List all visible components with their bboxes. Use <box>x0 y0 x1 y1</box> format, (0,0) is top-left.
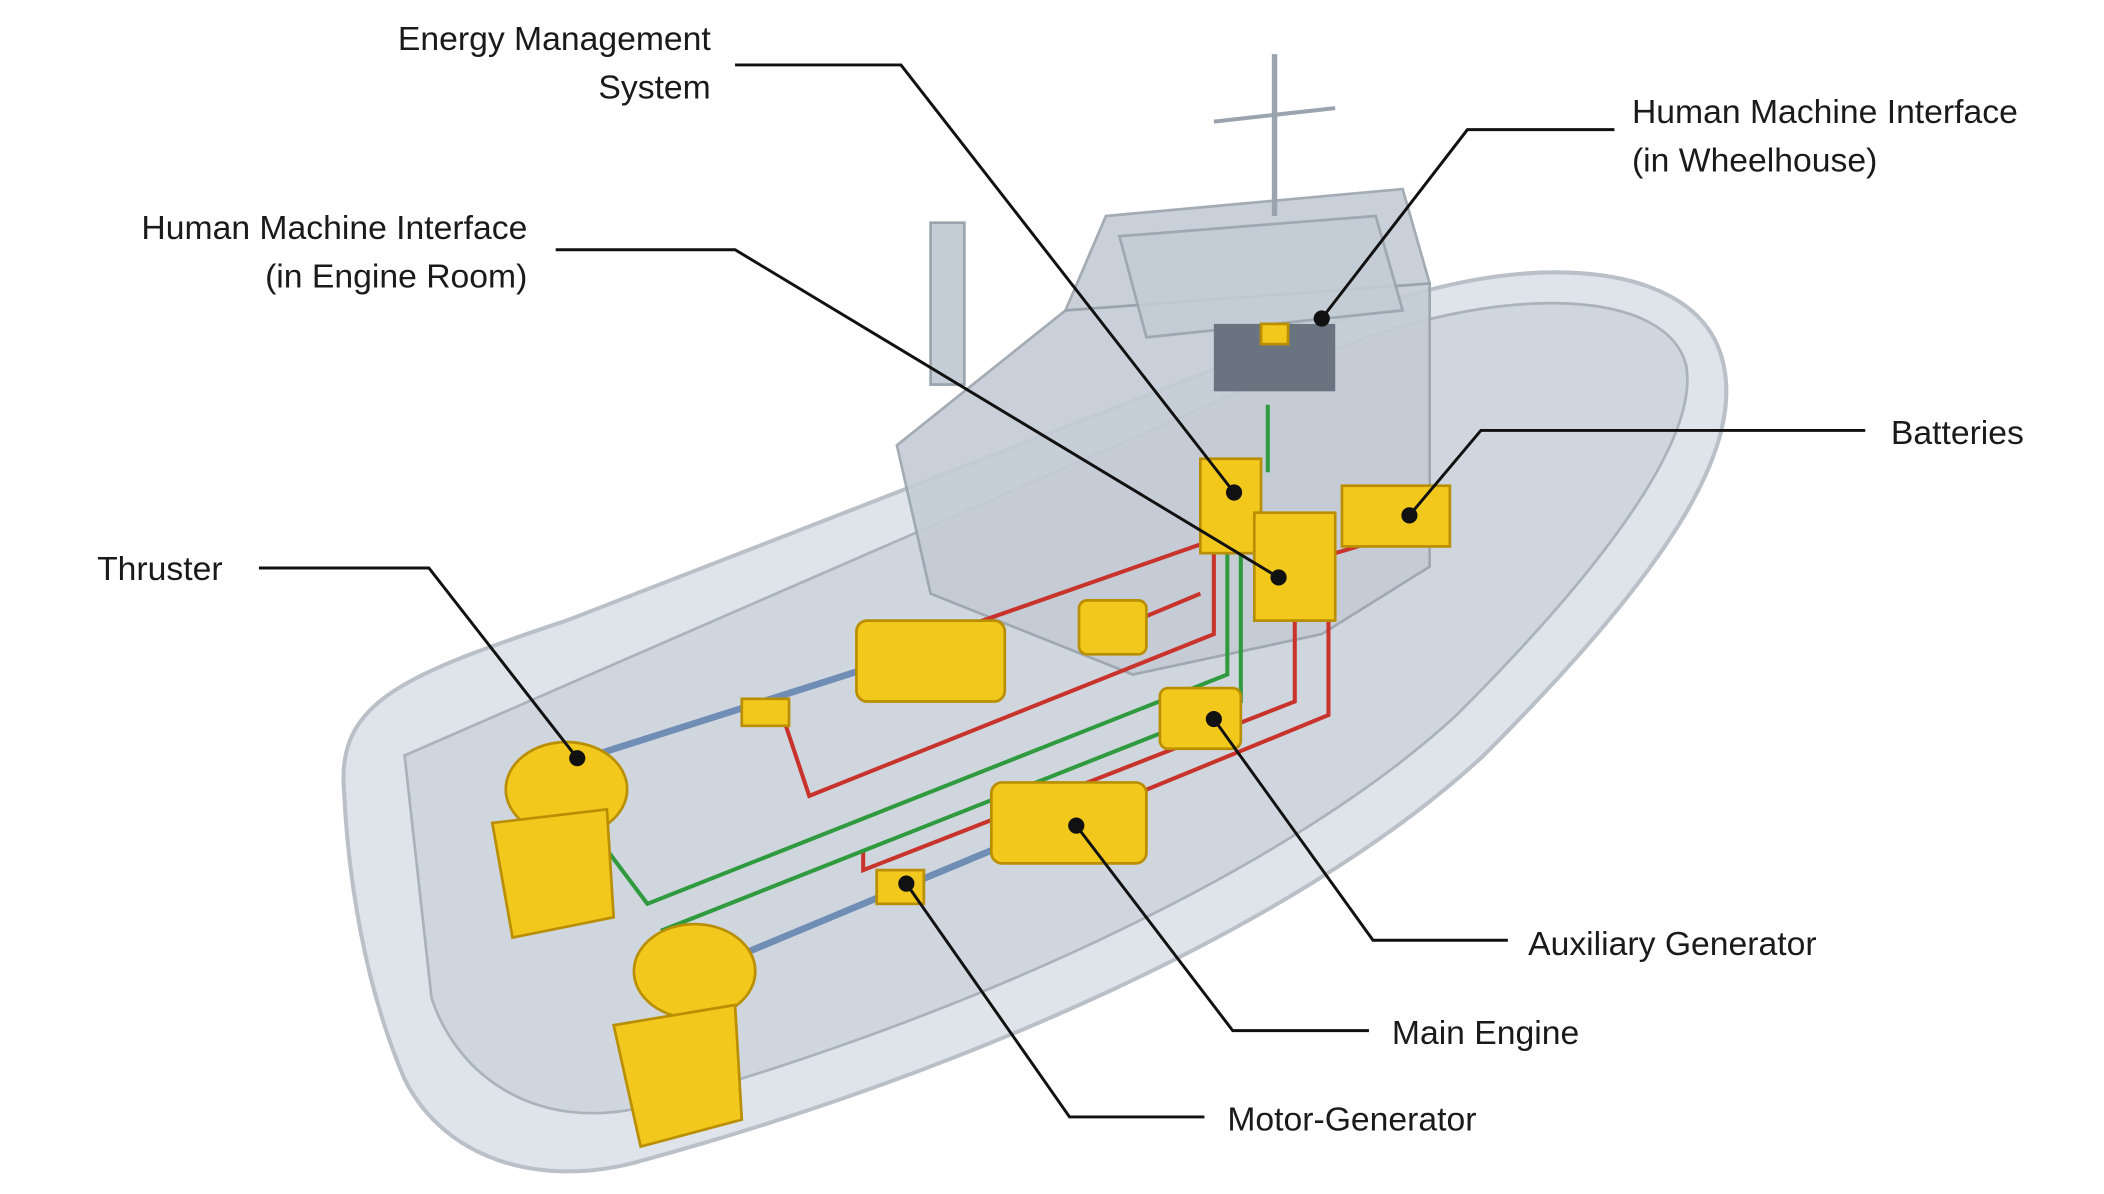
leader-line <box>735 63 1236 494</box>
leader-line <box>258 566 579 760</box>
callout-hmi-wheelhouse: Human Machine Interface (in Wheelhouse) <box>1313 93 2018 327</box>
leader-dot <box>1068 817 1085 834</box>
mast-yard <box>1213 106 1336 124</box>
label-auxiliary-generator: Auxiliary Generator <box>1528 925 1816 963</box>
thruster-port-nozzle <box>490 807 616 940</box>
label-energy-management-line1: Energy Management <box>398 20 712 58</box>
callout-thruster: Thruster <box>97 550 586 767</box>
leader-dot <box>1313 310 1330 327</box>
leader-dot <box>1205 710 1222 728</box>
leader-line <box>905 882 1205 1119</box>
label-hmi-engine-room-line2: (in Engine Room) <box>265 257 527 295</box>
label-hmi-engine-room-line1: Human Machine Interface <box>141 209 527 247</box>
superstructure <box>895 54 1432 676</box>
label-hmi-wheelhouse-line1: Human Machine Interface <box>1632 93 2018 131</box>
exhaust-stack <box>929 221 966 386</box>
motor-generator-upper <box>740 697 791 728</box>
power-cables <box>780 499 1404 874</box>
callout-batteries: Batteries <box>1401 414 2024 524</box>
label-thruster: Thruster <box>97 550 222 588</box>
leader-line <box>1408 428 1866 517</box>
leader-dot <box>1225 484 1243 501</box>
label-batteries: Batteries <box>1891 414 2024 452</box>
label-hmi-wheelhouse-line2: (in Wheelhouse) <box>1632 141 1877 179</box>
leader-dot <box>898 875 915 892</box>
label-energy-management-line2: System <box>598 69 710 107</box>
leader-line <box>1320 128 1615 320</box>
label-main-engine: Main Engine <box>1392 1014 1579 1052</box>
callout-motor-generator: Motor-Generator <box>898 875 1476 1138</box>
leader-dot <box>1270 569 1287 586</box>
leader-line <box>1075 824 1369 1033</box>
callout-auxiliary-generator: Auxiliary Generator <box>1205 710 1817 963</box>
main-engine-upper <box>855 619 1007 703</box>
hmi-wheelhouse-screen <box>1259 322 1290 346</box>
thruster-starboard-head <box>632 922 757 1020</box>
leader-line <box>1212 718 1508 942</box>
thruster-starboard-nozzle <box>612 1003 744 1149</box>
components <box>490 322 1452 1149</box>
hmi-engine-room-console <box>1252 511 1337 622</box>
auxiliary-generator-upper <box>1077 599 1148 656</box>
label-motor-generator: Motor-Generator <box>1227 1100 1476 1138</box>
leader-line <box>555 248 1280 579</box>
callout-hmi-engine-room: Human Machine Interface (in Engine Room) <box>141 209 1287 586</box>
callout-energy-management: Energy Management System <box>398 20 1243 501</box>
battery-bank <box>1340 484 1452 548</box>
auxiliary-generator-lower <box>1158 686 1243 751</box>
callout-main-engine: Main Engine <box>1068 817 1579 1052</box>
leader-dot <box>1401 507 1418 524</box>
leader-dot <box>569 750 586 767</box>
energy-management-system-cabinet <box>1199 457 1263 555</box>
